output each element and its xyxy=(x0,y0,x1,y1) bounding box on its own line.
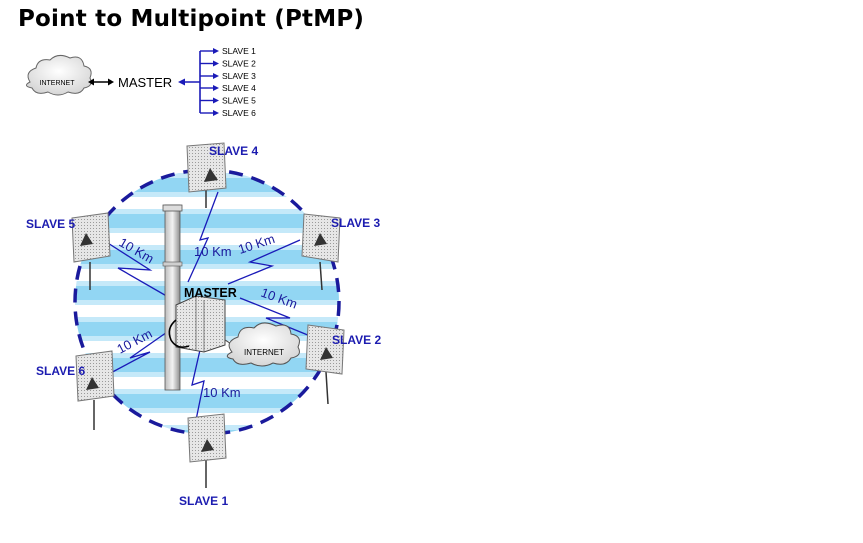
link-bolt-slave4 xyxy=(187,191,219,283)
link-bolt-slave3 xyxy=(227,239,301,285)
master-mast xyxy=(164,204,181,391)
internet-label: INTERNET xyxy=(244,348,284,357)
slave-4-antenna xyxy=(186,142,227,208)
slave-3-antenna xyxy=(301,213,341,291)
slave-3-label: SLAVE 3 xyxy=(331,216,380,230)
slave-2-label: SLAVE 2 xyxy=(332,333,381,347)
legend-internet-cloud: INTERNET xyxy=(26,54,92,96)
page-title: Point to Multipoint (PtMP) xyxy=(18,6,365,32)
slave-6-label: SLAVE 6 xyxy=(36,364,85,378)
legend-master-label: MASTER xyxy=(118,75,172,90)
legend-slave-6: SLAVE 6 xyxy=(222,108,256,118)
slave-4-label: SLAVE 4 xyxy=(209,144,258,158)
legend-slave-3: SLAVE 3 xyxy=(222,71,256,81)
legend-master-arrow xyxy=(178,51,201,113)
slave-2-antenna xyxy=(305,324,345,405)
slave-1-antenna xyxy=(187,413,227,488)
internet-cloud: INTERNET xyxy=(226,322,300,367)
radio-links xyxy=(99,191,321,421)
legend-bidirectional-arrow xyxy=(88,78,114,86)
legend-slave-5: SLAVE 5 xyxy=(222,96,256,106)
slave-5-antenna xyxy=(71,212,111,290)
link-bolt-slave5 xyxy=(99,237,171,299)
legend-slave-arrows xyxy=(200,48,219,116)
slave-6-antenna xyxy=(75,350,115,430)
slave-5-label: SLAVE 5 xyxy=(26,217,75,231)
link-bolt-slave6 xyxy=(104,329,171,377)
legend-slave-4: SLAVE 4 xyxy=(222,83,256,93)
slave-1-label: SLAVE 1 xyxy=(179,494,228,508)
legend-slave-1: SLAVE 1 xyxy=(222,46,256,56)
link-label-slave1: 10 Km xyxy=(203,385,241,400)
link-bolt-slave1 xyxy=(191,349,205,421)
legend-cloud-label: INTERNET xyxy=(40,80,76,87)
link-label-slave4: 10 Km xyxy=(194,244,232,259)
legend-diagram: INTERNET MASTER SLAVE 1 SLAVE 2 SLAVE 3 … xyxy=(26,46,256,118)
master-station: MASTER xyxy=(162,204,237,391)
master-radio-unit xyxy=(175,295,226,353)
master-label: MASTER xyxy=(184,286,237,300)
legend-slave-2: SLAVE 2 xyxy=(222,59,256,69)
link-bolt-slave2 xyxy=(239,297,321,341)
